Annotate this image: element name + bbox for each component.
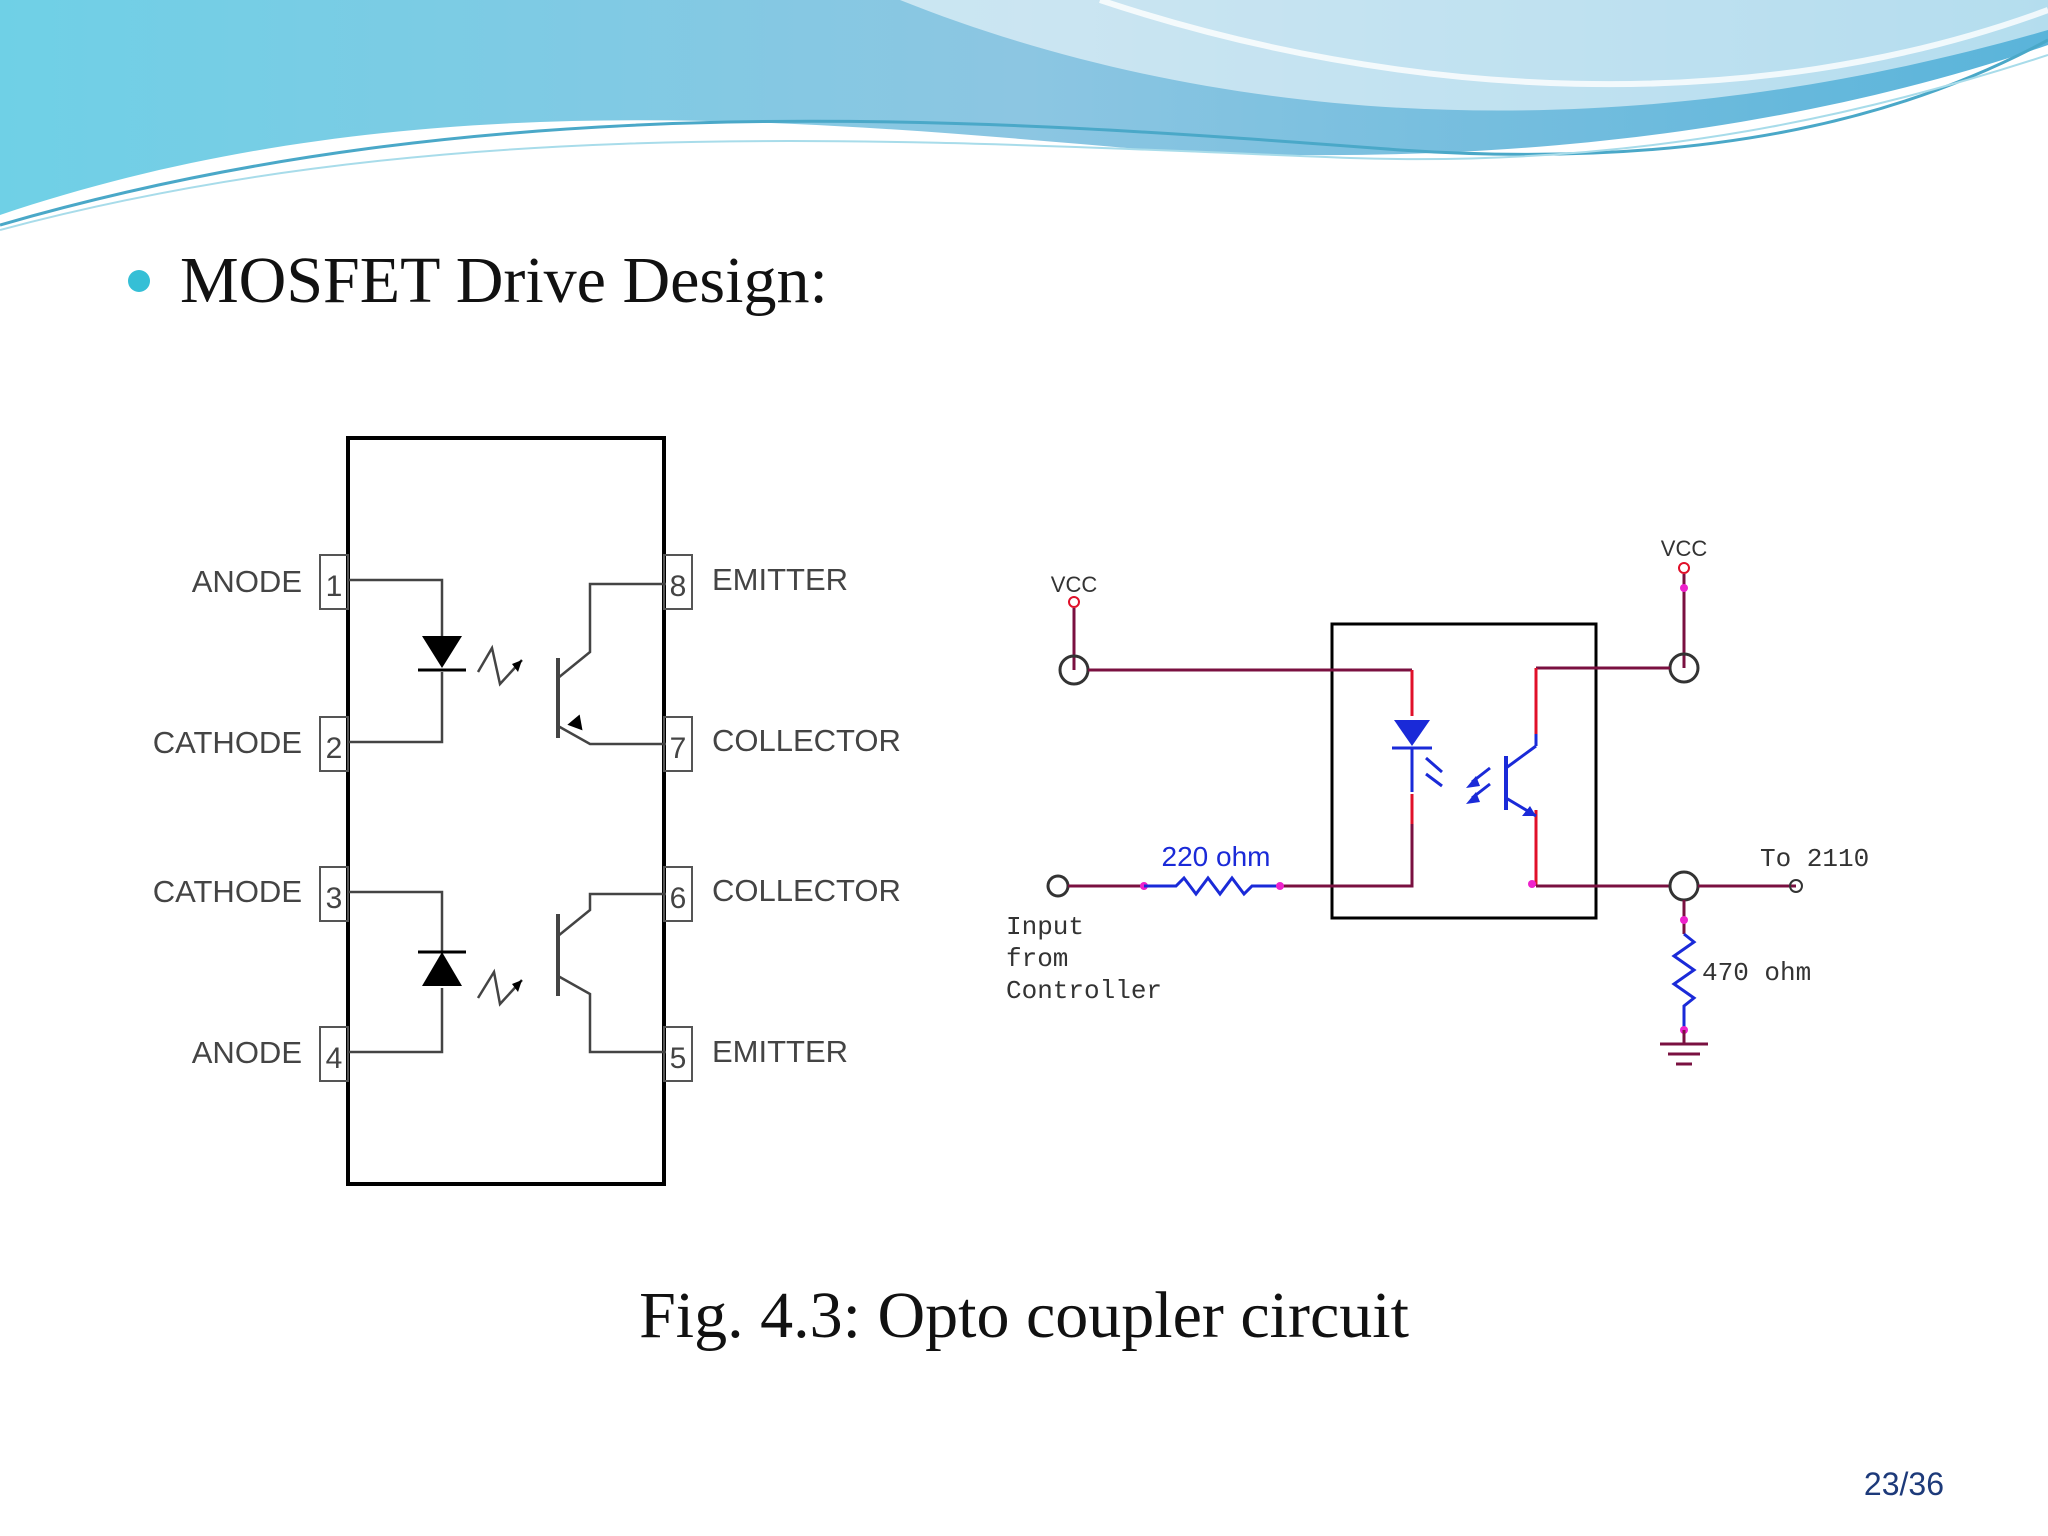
optocoupler-package (1330, 622, 1598, 920)
pin-label-2: CATHODE (153, 725, 302, 760)
vcc-right-label: VCC (1661, 536, 1708, 561)
input-resistor-220 (1144, 875, 1280, 897)
figure-caption: Fig. 4.3: Opto coupler circuit (639, 1279, 1409, 1352)
bullet-dot (128, 270, 150, 292)
input-label-line-2: from (1006, 944, 1068, 974)
optocoupler-pinout-diagram: 1 2 3 4 8 7 6 5 ANODE CATHODE CATHODE AN… (153, 436, 901, 1186)
pin-label-1: ANODE (192, 564, 302, 599)
output-node (1668, 870, 1700, 902)
header-wave-decoration (0, 0, 2048, 231)
upper-channel (348, 578, 666, 746)
pin-number-3: 3 (326, 882, 343, 915)
input-label-line-3: Controller (1006, 976, 1162, 1006)
pin-number-5: 5 (670, 1042, 687, 1075)
pin-label-8: EMITTER (712, 562, 848, 597)
pin-number-7: 7 (670, 732, 687, 765)
input-label-line-1: Input (1006, 912, 1084, 942)
output-label: To 2110 (1760, 844, 1869, 874)
pin-label-4: ANODE (192, 1035, 302, 1070)
pin-number-6: 6 (670, 882, 687, 915)
bullet-heading: MOSFET Drive Design: (128, 248, 828, 314)
pin-number-2: 2 (326, 732, 343, 765)
pin-label-7: COLLECTOR (712, 723, 901, 758)
vcc-left-label: VCC (1051, 572, 1098, 597)
slide-page-number: 23/36 (1863, 1466, 1944, 1502)
ground-symbol (1660, 1030, 1708, 1066)
pin-label-6: COLLECTOR (712, 873, 901, 908)
lower-channel (348, 890, 666, 1054)
pulldown-resistor-470 (1671, 932, 1697, 1030)
optocoupler-application-schematic: VCC VCC 220 ohm Input from Contro (1006, 536, 1869, 1066)
pin-label-5: EMITTER (712, 1034, 848, 1069)
lower-led-diode (422, 952, 462, 986)
ic-body (346, 436, 666, 1186)
bullet-text: MOSFET Drive Design: (180, 244, 828, 317)
pin-number-8: 8 (670, 570, 687, 603)
input-terminal (1046, 874, 1070, 898)
pin-label-3: CATHODE (153, 874, 302, 909)
upper-led-diode (422, 636, 462, 668)
input-resistor-label: 220 ohm (1162, 841, 1271, 872)
pin-number-1: 1 (326, 570, 343, 603)
schematic-led (1394, 720, 1430, 746)
pulldown-resistor-label: 470 ohm (1702, 958, 1811, 988)
pin-number-4: 4 (326, 1042, 343, 1075)
